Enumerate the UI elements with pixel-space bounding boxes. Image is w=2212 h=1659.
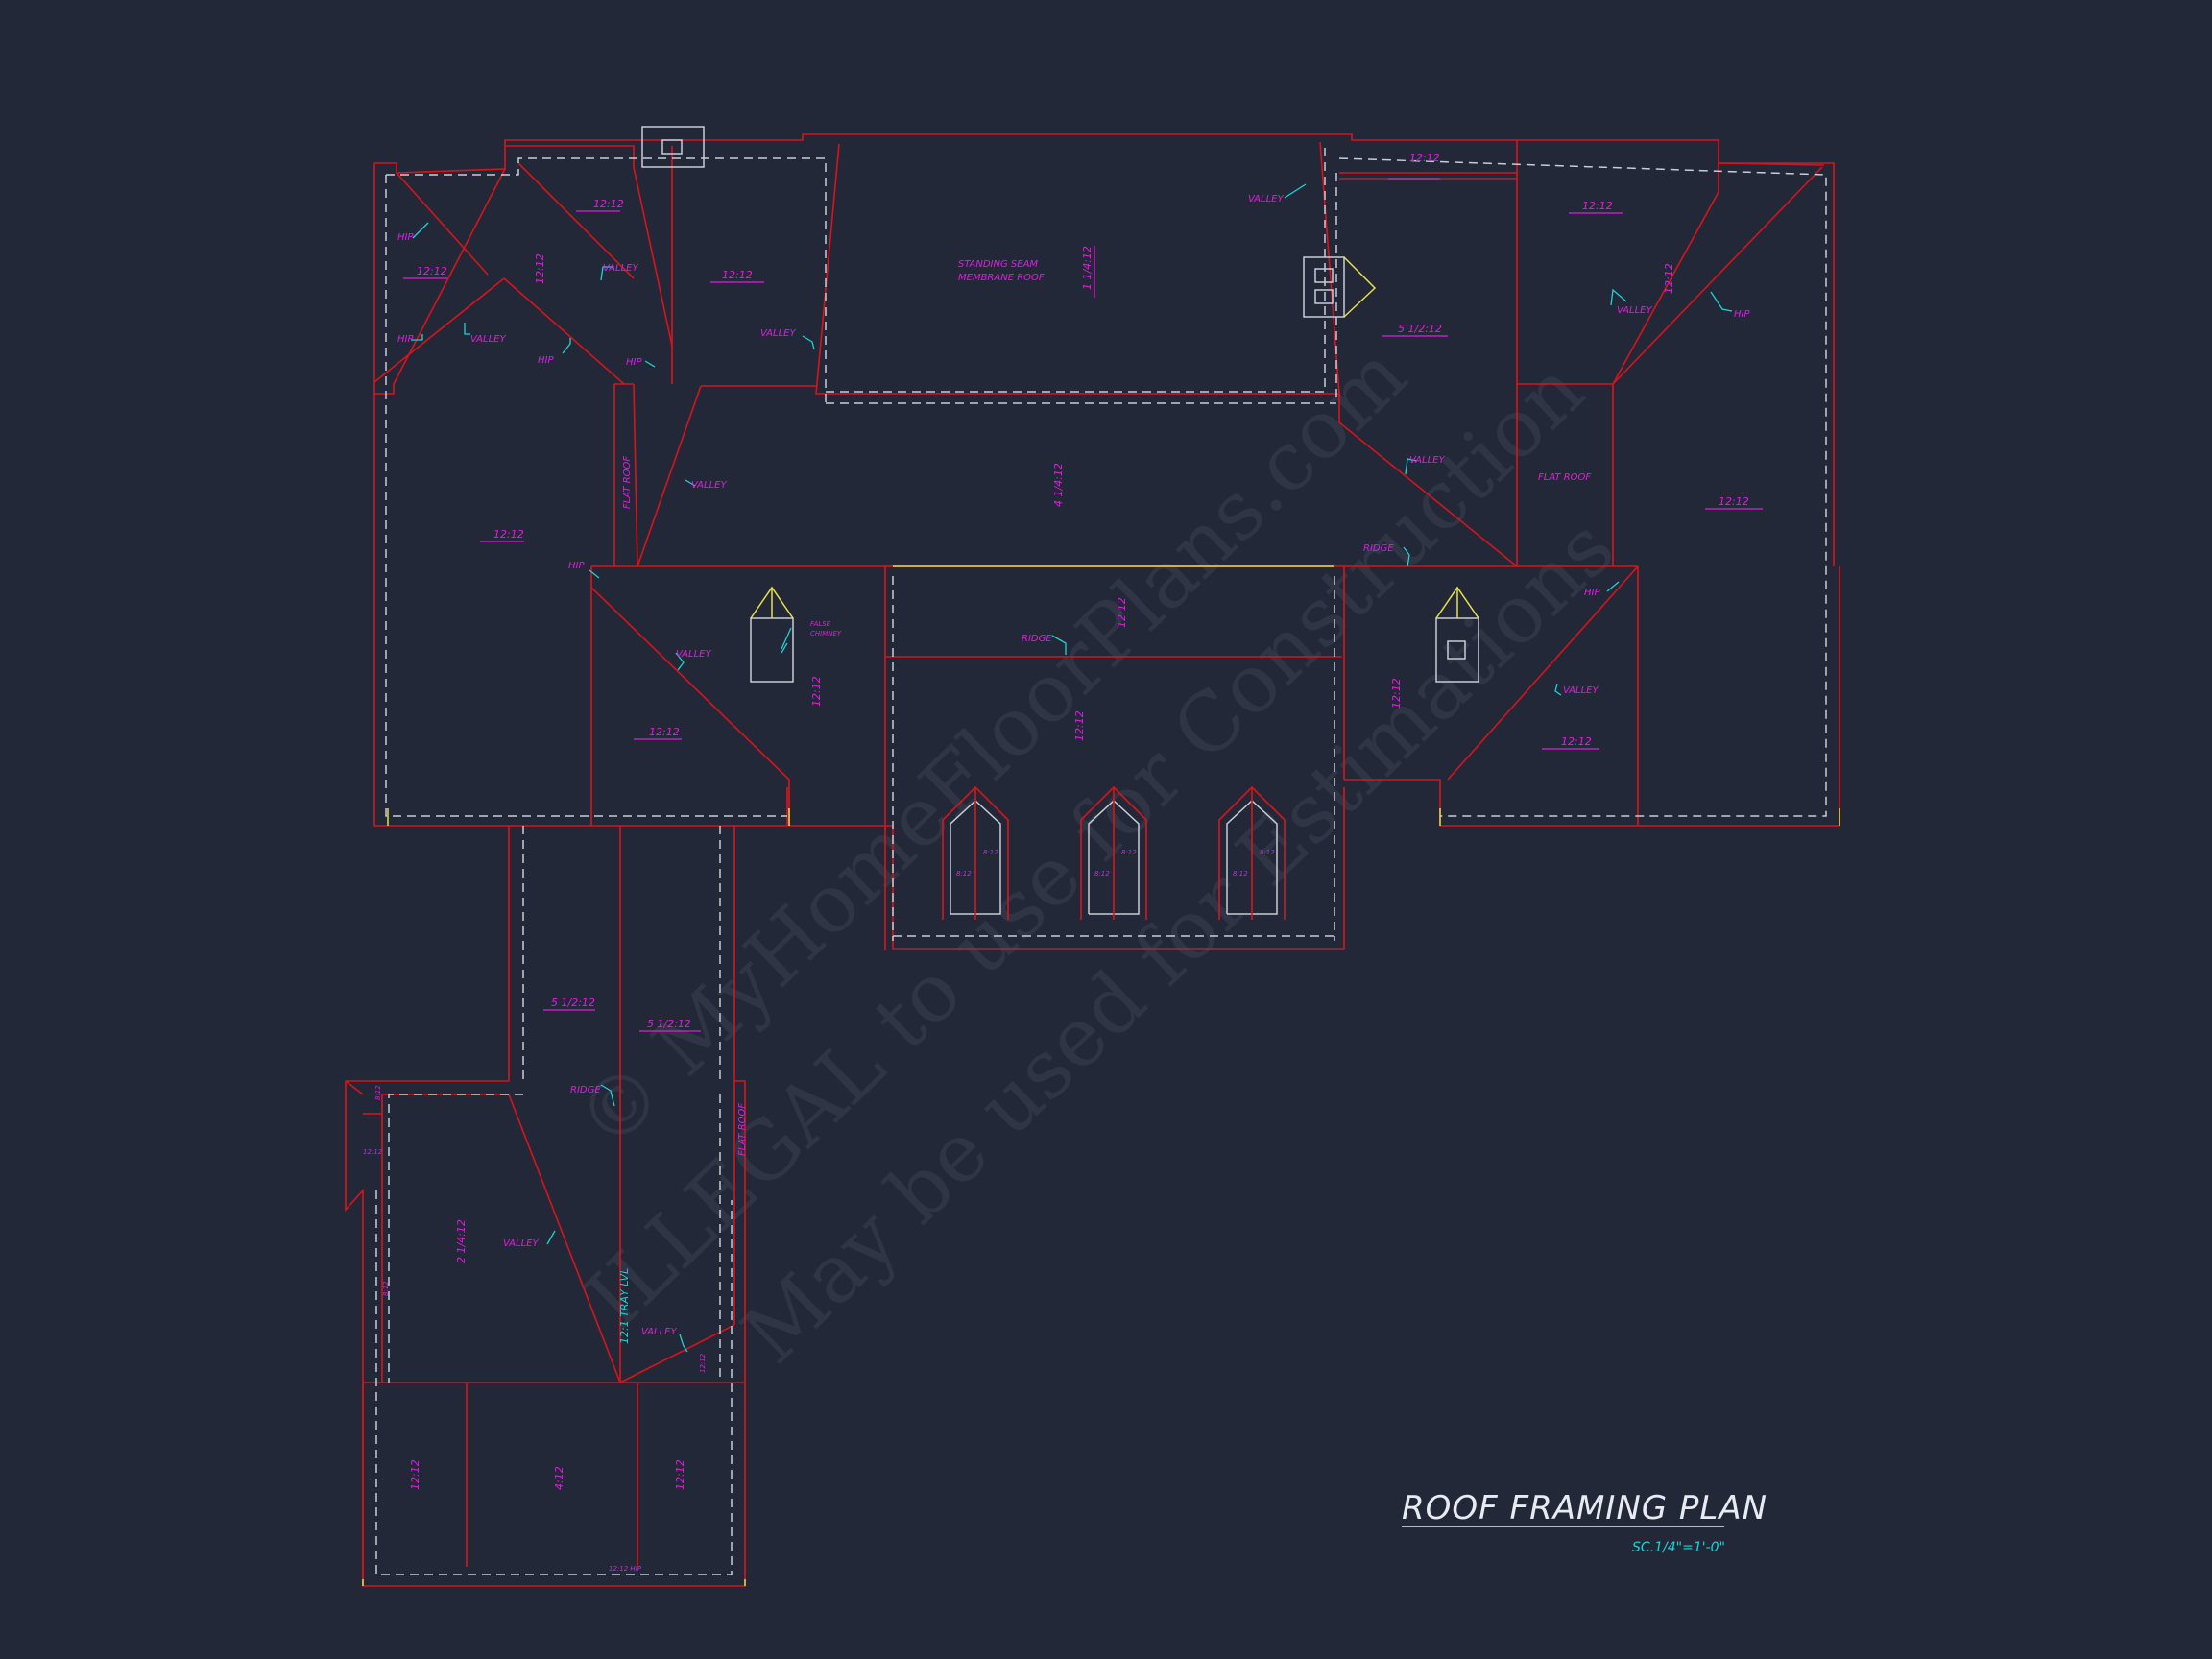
hip-label: HIP xyxy=(1584,588,1600,598)
valley-label: VALLEY xyxy=(641,1327,677,1337)
pitch-label: 12:12 xyxy=(722,269,753,281)
valley-label: VALLEY xyxy=(691,480,727,491)
valley-label: VALLEY xyxy=(760,328,796,339)
hip-label: HIP xyxy=(1734,309,1750,320)
drawing-title: ROOF FRAMING PLAN xyxy=(1402,1489,1767,1527)
valley-label: VALLEY xyxy=(1248,194,1284,204)
hip-label: HIP xyxy=(397,334,414,345)
ridge-label: RIDGE xyxy=(570,1085,601,1095)
pitch-label: 1 1/4:12 xyxy=(1081,246,1094,290)
pitch-label: 12:12 xyxy=(699,1353,707,1373)
pitch-label: 12:12 xyxy=(493,528,524,541)
note-false-chimney: CHIMNEY xyxy=(810,630,842,637)
pitch-label: 12:12 xyxy=(1719,495,1749,508)
dormer-3 xyxy=(1218,785,1286,920)
note-flat-roof-right: FLAT ROOF xyxy=(1538,472,1591,483)
dormer-label: 8:12 xyxy=(1233,870,1248,878)
dormer-label: 8:12 xyxy=(1121,849,1137,856)
hip-label: HIP xyxy=(538,355,554,366)
vent-right xyxy=(1303,256,1377,318)
valley-label: VALLEY xyxy=(1409,455,1445,466)
pitch-label: 4 1/4:12 xyxy=(1052,463,1065,507)
note-flat-roof-garage: FLAT ROOF xyxy=(737,1103,748,1156)
pitch-label: 12:12 xyxy=(534,253,546,284)
pitch-labels: 12:12 12:12 12:12 12:12 12:12 1 1/4:12 4… xyxy=(363,152,1763,1573)
valley-label: VALLEY xyxy=(503,1238,539,1249)
pitch-label: 5 1/2:12 xyxy=(647,1018,691,1030)
valley-label: VALLEY xyxy=(676,649,711,660)
note-false-chimney: FALSE xyxy=(810,620,831,628)
watermark-line-1: © MyHomeFloorPlans.com xyxy=(559,327,1424,1167)
false-chimney-left xyxy=(750,586,794,683)
pitch-label: 5 1/2:12 xyxy=(551,997,595,1009)
pitch-label: 8:12 xyxy=(374,1085,382,1100)
dormer-1 xyxy=(942,785,1009,920)
dormer-2 xyxy=(1080,785,1147,920)
dormer-label: 8:12 xyxy=(956,870,972,878)
chimney-top xyxy=(641,126,705,168)
pitch-label: 12:12 xyxy=(674,1459,686,1490)
hip-label: HIP xyxy=(568,561,585,571)
pitch-label: 12:12 xyxy=(417,265,447,277)
dormers xyxy=(942,785,1286,920)
pitch-label: 5 1/2:12 xyxy=(1398,323,1442,335)
wall-lines xyxy=(375,144,1827,1575)
hip-label: HIP xyxy=(397,232,414,243)
note-membrane-roof: MEMBRANE ROOF xyxy=(958,273,1045,283)
drawing-scale: SC.1/4"=1'-0" xyxy=(1632,1540,1725,1555)
note-standing-seam: STANDING SEAM xyxy=(958,259,1038,270)
pitch-label: 12:12 xyxy=(593,198,624,210)
pitch-label: 12:12 xyxy=(1116,597,1128,628)
pitch-label: 8:12 xyxy=(382,1281,390,1296)
pitch-label: 12:12 xyxy=(1561,735,1592,748)
valley-label: VALLEY xyxy=(603,263,638,274)
pitch-label: 2 1/4:12 xyxy=(455,1219,468,1263)
pitch-label: 12:12 xyxy=(1409,152,1440,164)
hip-label: HIP xyxy=(626,357,642,368)
ridge-label: RIDGE xyxy=(1363,543,1394,554)
pitch-label: 12:12 xyxy=(649,726,680,738)
dormer-label: 8:12 xyxy=(1094,870,1110,878)
pitch-label: 4:12 xyxy=(553,1466,565,1490)
pitch-label: 12:12 xyxy=(1073,710,1086,741)
dormer-label: 8:12 xyxy=(1260,849,1275,856)
valley-label: VALLEY xyxy=(1617,305,1652,316)
pitch-label: 12:12 xyxy=(1663,263,1675,294)
pitch-label: 12:12 xyxy=(363,1148,383,1156)
highlight-lines xyxy=(362,565,1840,1586)
leaders xyxy=(411,183,1733,1353)
title-block: ROOF FRAMING PLAN SC.1/4"=1'-0" xyxy=(1402,1489,1767,1555)
notes: STANDING SEAM MEMBRANE ROOF FLAT ROOF FL… xyxy=(397,194,1750,1344)
watermark-line-2: ILLEGAL to use for Construction xyxy=(568,343,1602,1345)
dormer-label: 8:12 xyxy=(983,849,998,856)
pitch-label: 12:12 xyxy=(1390,678,1403,709)
ridge-label: RIDGE xyxy=(1022,634,1052,644)
pitch-label: 12:12 HIP xyxy=(609,1565,642,1573)
pitch-label: 12:12 xyxy=(409,1459,421,1490)
note-tray-lvl: 12:1 TRAY LVL xyxy=(618,1268,631,1344)
pitch-label: 12:12 xyxy=(1582,200,1613,212)
valley-label: VALLEY xyxy=(470,334,506,345)
watermark: © MyHomeFloorPlans.com ILLEGAL to use fo… xyxy=(559,327,1632,1382)
false-chimney-right xyxy=(1435,586,1479,683)
note-flat-roof-left: FLAT ROOF xyxy=(622,456,633,509)
pitch-label: 12:12 xyxy=(810,676,823,707)
valley-label: VALLEY xyxy=(1563,685,1599,696)
